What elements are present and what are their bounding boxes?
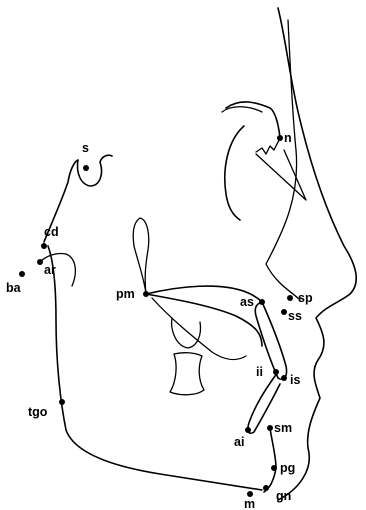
landmark-tgo-point [59,399,65,405]
landmark-pm-point [143,291,149,297]
landmark-s-point [83,165,89,171]
pterygomaxillary-fissure [133,218,148,294]
landmark-as-point [259,299,265,305]
landmark-ii-label: ii [256,365,263,379]
landmark-is-point [281,375,287,381]
landmark-gn-label: gn [276,489,291,503]
soft-tissue-inner-line [266,20,300,300]
landmark-tgo-label: tgo [28,405,48,419]
landmark-ai-label: ai [234,435,244,449]
landmark-pg-point [271,465,277,471]
landmark-pm-label: pm [116,287,135,301]
landmark-ba-point [19,271,25,277]
landmark-ar-point [37,259,43,265]
landmark-ar-label: ar [44,263,56,277]
landmark-s-label: s [82,141,89,155]
landmark-ii-point [273,369,279,375]
landmark-as-label: as [240,295,254,309]
upper-molar [172,318,201,348]
landmark-ss-point [281,309,287,315]
landmark-sp-point [287,295,293,301]
landmark-ai-point [245,427,251,433]
maxillary-molar-region [152,298,246,359]
landmark-cd-point [41,243,47,249]
landmark-ss-label: ss [288,309,302,323]
landmark-m-label: m [244,497,255,510]
orbit-outline [225,126,244,220]
landmark-gn-point [263,485,269,491]
symphysis-anterior [264,428,276,492]
landmark-n-point [277,135,283,141]
nasal-wedge [256,150,306,200]
landmark-n-label: n [284,131,292,145]
landmarks: s n cd ar ba pm as sp ss ii is tgo sm ai… [6,131,313,510]
landmark-pg-label: pg [280,461,295,475]
ramus-posterior-border [48,246,262,490]
landmark-is-label: is [290,373,300,387]
nasal-cartilage-zigzag [256,138,280,154]
landmark-ba-label: ba [6,281,22,295]
landmark-sm-point [267,425,273,431]
landmark-cd-label: cd [44,225,59,239]
landmark-sp-label: sp [298,291,313,305]
lower-molar [170,353,204,395]
landmark-sm-label: sm [274,421,292,435]
